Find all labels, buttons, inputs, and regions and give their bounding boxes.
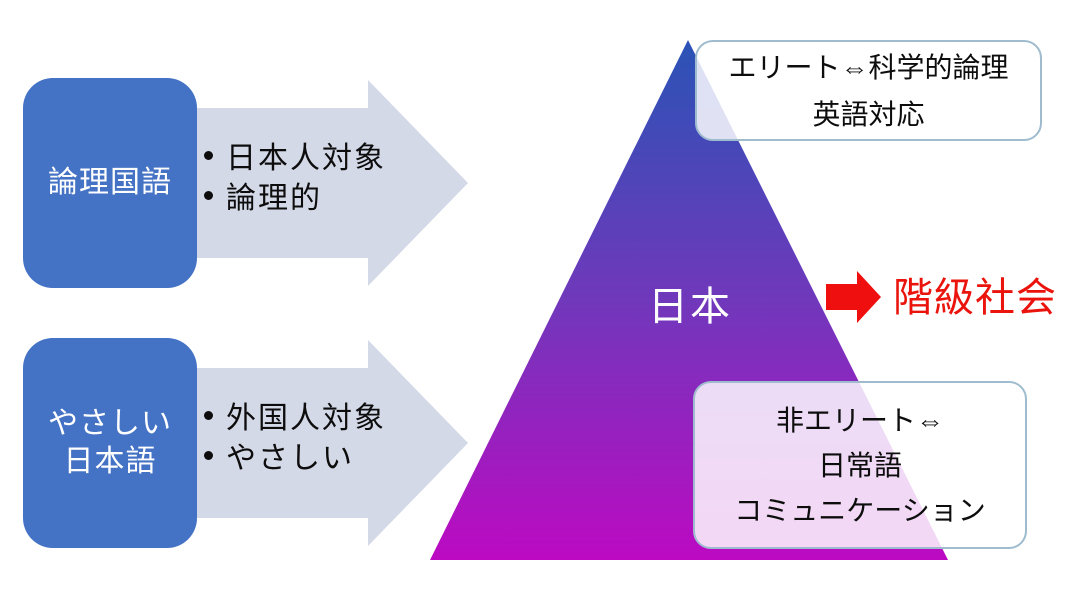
box-label-line2: 日本語 — [63, 445, 157, 478]
callout-line: エリート⇔科学的論理 — [728, 51, 1009, 83]
bullet-text: 論理的 — [226, 182, 322, 215]
red-arrow-icon — [826, 271, 881, 323]
bullet-list-bottom: 外国人対象 やさしい — [204, 395, 386, 475]
callout-line: 日常語 — [817, 449, 902, 481]
list-item: 論理的 — [204, 175, 386, 215]
conclusion-label: 階級社会 — [893, 276, 1057, 320]
callout-line: コミュニケーション — [734, 494, 986, 526]
bullet-text: 外国人対象 — [226, 402, 386, 435]
bullet-dot-icon — [204, 410, 213, 420]
list-item: 日本人対象 — [204, 135, 386, 175]
callout-line: 英語対応 — [812, 98, 925, 130]
bullet-list-top: 日本人対象 論理的 — [204, 135, 386, 215]
bullet-dot-icon — [204, 190, 213, 200]
pyramid-center-label: 日本 — [648, 285, 732, 329]
box-label-line1: やさしい — [48, 407, 172, 440]
callout-line: 非エリート⇔ — [775, 404, 944, 436]
flow-arrow-top-icon — [178, 80, 468, 286]
list-item: やさしい — [204, 435, 386, 475]
bullet-dot-icon — [204, 450, 213, 460]
bullet-text: やさしい — [226, 442, 354, 475]
flow-arrow-bottom-icon — [178, 340, 468, 546]
bullet-text: 日本人対象 — [226, 142, 386, 175]
callout-elite: エリート⇔科学的論理 英語対応 — [695, 40, 1042, 141]
callout-non-elite: 非エリート⇔ 日常語 コミュニケーション — [693, 381, 1027, 549]
label-box-yasashii-nihongo: やさしい 日本語 — [23, 338, 197, 548]
list-item: 外国人対象 — [204, 395, 386, 435]
bullet-dot-icon — [204, 150, 213, 160]
box-label: 論理国語 — [48, 166, 172, 199]
label-box-ronri-kokugo: 論理国語 — [23, 78, 197, 288]
